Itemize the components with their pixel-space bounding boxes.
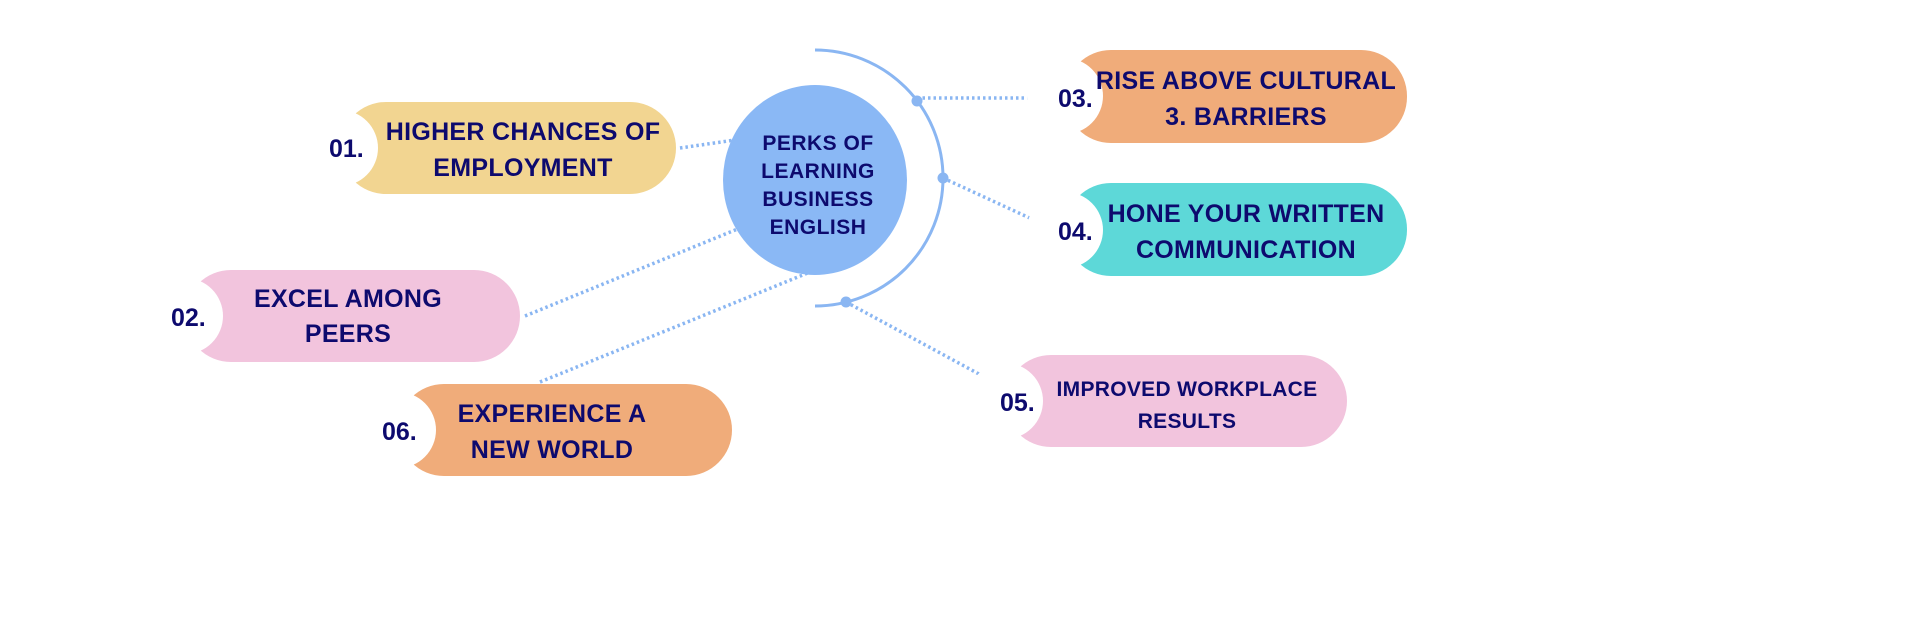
center-line-4: ENGLISH: [770, 216, 867, 239]
item-line-2: PEERS: [305, 320, 391, 348]
item-line-1: IMPROVED WORKPLACE: [1057, 378, 1318, 401]
item-number: 02.: [171, 304, 206, 332]
item-number: 05.: [1000, 389, 1035, 417]
item-number: 01.: [329, 135, 364, 163]
item-line-1: EXPERIENCE A: [458, 400, 647, 428]
perk-item-03: 03. RISE ABOVE CULTURAL 3. BARRIERS: [1027, 50, 1407, 143]
connector-02: [524, 226, 741, 318]
perk-item-06: 06. EXPERIENCE A NEW WORLD: [360, 384, 732, 476]
item-line-1: RISE ABOVE CULTURAL: [1096, 67, 1396, 95]
connector-05: [845, 300, 991, 382]
arc-dot-03: [911, 95, 923, 107]
connector-06: [539, 268, 816, 384]
arc-dot-04: [937, 172, 949, 184]
item-line-2: 3. BARRIERS: [1165, 103, 1327, 131]
item-line-2: COMMUNICATION: [1136, 236, 1356, 264]
item-number: 06.: [382, 418, 417, 446]
perk-item-02: 02. EXCEL AMONG PEERS: [147, 270, 520, 362]
perk-item-04: 04. HONE YOUR WRITTEN COMMUNICATION: [1027, 183, 1407, 276]
item-line-2: RESULTS: [1138, 410, 1237, 433]
center-topic: PERKS OF LEARNING BUSINESS ENGLISH: [723, 85, 907, 275]
perk-item-05: 05. IMPROVED WORKPLACE RESULTS: [967, 355, 1347, 447]
connector-01: [679, 138, 736, 150]
center-line-3: BUSINESS: [762, 188, 873, 211]
item-line-2: NEW WORLD: [471, 436, 633, 464]
item-line-2: EMPLOYMENT: [433, 154, 612, 182]
arc-dot-05: [840, 296, 852, 308]
center-line-2: LEARNING: [761, 160, 875, 183]
item-number: 04.: [1058, 218, 1093, 246]
item-line-1: EXCEL AMONG: [254, 285, 442, 313]
perk-item-01: 01. HIGHER CHANCES OF EMPLOYMENT: [302, 102, 676, 194]
item-line-1: HONE YOUR WRITTEN: [1108, 200, 1385, 228]
center-line-1: PERKS OF: [762, 132, 873, 155]
item-line-1: HIGHER CHANCES OF: [386, 118, 661, 146]
item-number: 03.: [1058, 85, 1093, 113]
